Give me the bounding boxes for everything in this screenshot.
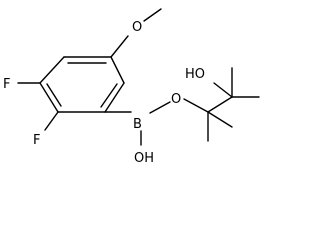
ring-bond-upper-left [39, 56, 65, 84]
carbon-carbon-bond [207, 96, 233, 113]
fluorine-left-label: F [3, 77, 10, 92]
right-hydroxyl-label: HO [185, 67, 205, 82]
ester-oxygen-to-quaternary-carbon-bond [183, 98, 209, 113]
lower-quaternary-methyl-right-bond [207, 111, 233, 128]
ring-double-bond-right [100, 83, 118, 108]
fluorine-bottom-label: F [33, 133, 40, 148]
boron-to-ester-oxygen-bond [149, 101, 171, 114]
upper-quaternary-to-hydroxyl-bond [213, 82, 233, 98]
ring-to-methoxy-oxygen-bond [110, 35, 129, 58]
ring-bond-upper-right [110, 56, 125, 84]
ring-bond-lower-right [104, 82, 125, 113]
benzene-ring [39, 56, 125, 113]
boron-label: B [133, 117, 142, 132]
methoxy-oxygen-label: O [132, 20, 142, 35]
ring-double-bond-left [46, 83, 62, 107]
structure-canvas: O F F B OH O HO [3, 8, 260, 166]
ester-oxygen-label: O [171, 92, 181, 107]
ring-bond-lower-left [39, 82, 59, 113]
boron-hydroxyl-label: OH [134, 151, 154, 166]
molecule-structure: O F F B OH O HO [3, 8, 260, 166]
ring-to-fluorine-bottom-bond [44, 111, 59, 131]
methoxy-methyl-bond [143, 8, 162, 22]
